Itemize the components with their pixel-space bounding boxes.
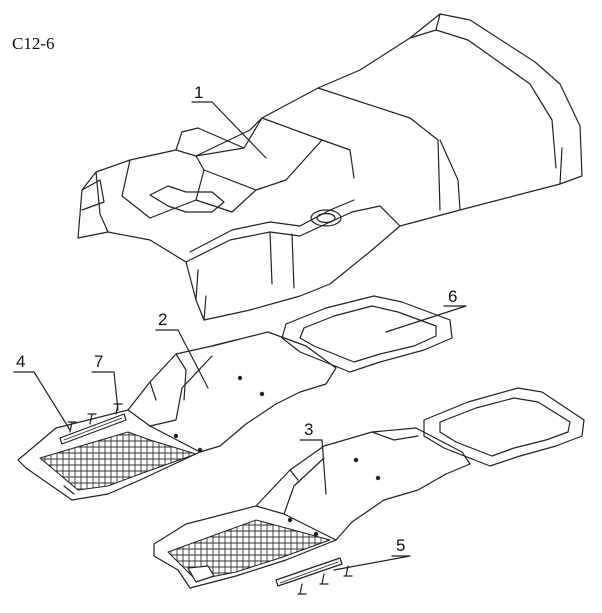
part-6-lower-mat	[423, 387, 585, 467]
callout-2: 2	[155, 310, 209, 389]
callout-4-label: 4	[16, 352, 25, 371]
callout-5: 5	[333, 536, 411, 571]
part-6-mat	[281, 295, 453, 373]
part-3-floor-mat	[153, 427, 471, 589]
callout-1: 1	[191, 83, 267, 159]
part-4-screws	[67, 403, 123, 433]
callout-6-label: 6	[448, 287, 457, 306]
callout-1-label: 1	[194, 83, 203, 102]
callout-4: 4	[13, 352, 71, 431]
callout-3-label: 3	[304, 420, 313, 439]
callout-7: 7	[91, 352, 119, 411]
figure-code: C12-6	[12, 34, 55, 53]
callout-5-label: 5	[396, 536, 405, 555]
callout-6: 6	[385, 287, 467, 333]
part-5-trim-strip	[275, 557, 353, 595]
callout-7-label: 7	[94, 352, 103, 371]
part-2-floor-mat	[17, 331, 337, 501]
part-1-floor-body	[77, 13, 583, 321]
part-7-trim-strip	[59, 413, 127, 445]
callout-2-label: 2	[158, 310, 167, 329]
callout-3: 3	[299, 420, 327, 495]
